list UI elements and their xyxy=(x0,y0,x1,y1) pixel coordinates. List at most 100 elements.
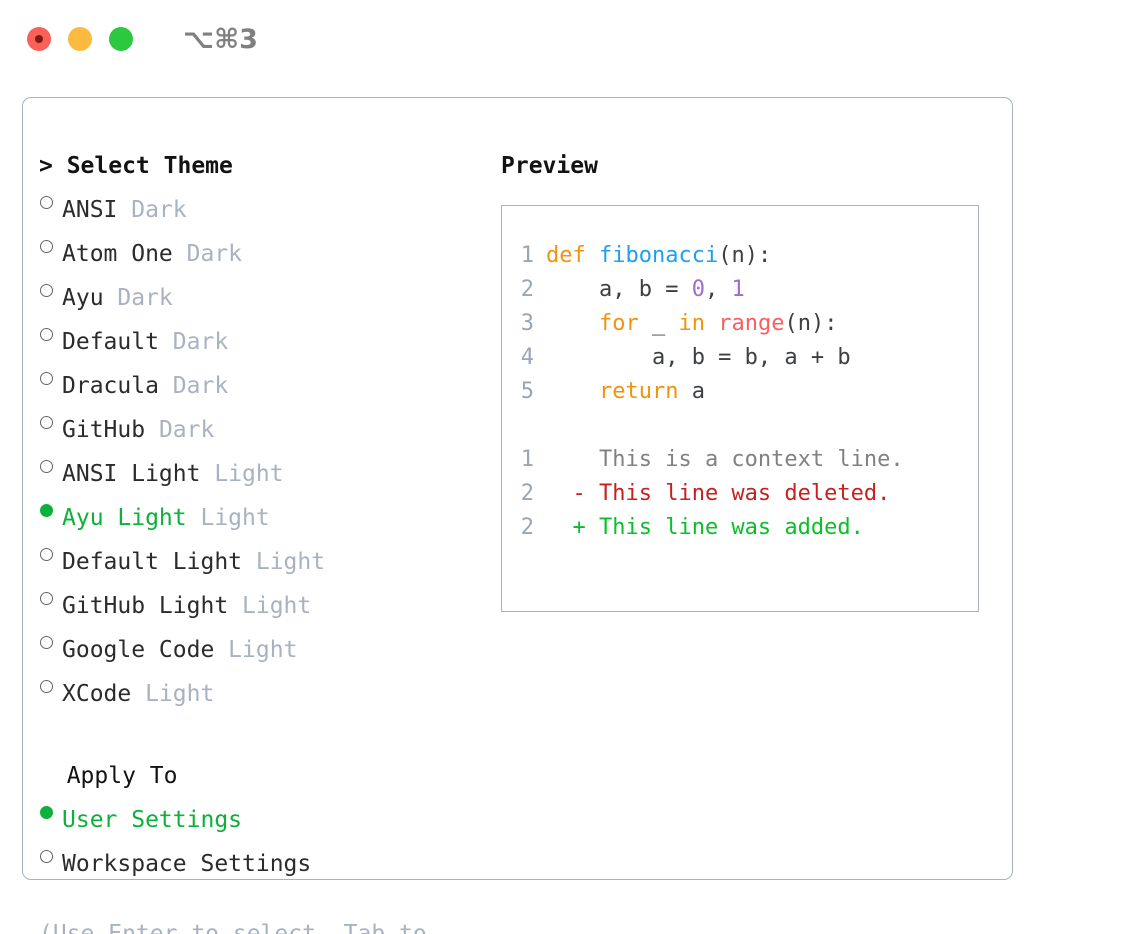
keyboard-shortcut-label: ⌥⌘3 xyxy=(183,23,258,55)
radio-unselected-icon xyxy=(39,271,62,305)
theme-option-kind: Light xyxy=(228,593,312,619)
code-line-number: 3 xyxy=(520,311,534,336)
title-bar: ⌥⌘3 xyxy=(0,0,1140,78)
theme-option-8[interactable]: Default Light Light xyxy=(39,535,479,579)
diff-line: 2 + This line was added. xyxy=(512,511,968,545)
theme-option-1[interactable]: Atom One Dark xyxy=(39,227,479,271)
maximize-button[interactable] xyxy=(109,27,133,51)
code-line: 2 a, b = 0, 1 xyxy=(512,273,968,307)
diff-line-number: 1 xyxy=(520,447,534,472)
code-token-kw: def xyxy=(546,243,599,268)
code-token-pl: (n): xyxy=(784,311,838,336)
radio-selected-icon xyxy=(39,793,62,827)
close-button[interactable] xyxy=(27,27,51,51)
theme-option-11[interactable]: XCode Light xyxy=(39,667,479,711)
theme-option-label: Atom One xyxy=(62,241,173,267)
theme-option-5[interactable]: GitHub Dark xyxy=(39,403,479,447)
apply-option-label: User Settings xyxy=(62,807,243,833)
code-line: 5 return a xyxy=(512,375,968,409)
code-token-pl xyxy=(546,311,599,336)
code-token-call: range xyxy=(718,311,785,336)
code-token-kw: return xyxy=(598,379,679,404)
theme-option-label: XCode xyxy=(62,681,132,707)
code-token-num: 0 xyxy=(691,277,705,302)
code-line-number: 1 xyxy=(520,243,534,268)
theme-option-kind: Light xyxy=(242,549,326,575)
theme-option-10[interactable]: Google Code Light xyxy=(39,623,479,667)
theme-option-7[interactable]: Ayu Light Light xyxy=(39,491,479,535)
diff-sample: 1 This is a context line.2 - This line w… xyxy=(512,443,968,545)
code-line-text: a, b = b, a + b xyxy=(546,341,851,375)
theme-option-label: ANSI xyxy=(62,197,118,223)
code-token-pl: a, b = b, a + b xyxy=(546,345,851,370)
theme-option-label: Google Code xyxy=(62,637,215,663)
radio-unselected-icon xyxy=(39,623,62,657)
theme-option-kind: Dark xyxy=(158,373,229,399)
apply-option-0[interactable]: User Settings xyxy=(39,793,479,837)
code-token-num: 1 xyxy=(731,277,745,302)
code-line-text: for _ in range(n): xyxy=(546,307,837,341)
code-line-number: 2 xyxy=(520,277,534,302)
radio-unselected-icon xyxy=(39,535,62,569)
theme-option-label: Default xyxy=(62,329,159,355)
diff-line-number: 2 xyxy=(520,481,534,506)
minimize-button[interactable] xyxy=(68,27,92,51)
apply-option-1[interactable]: Workspace Settings xyxy=(39,837,479,881)
radio-unselected-icon xyxy=(39,447,62,481)
code-line: 4 a, b = b, a + b xyxy=(512,341,968,375)
diff-line: 1 This is a context line. xyxy=(512,443,968,477)
radio-selected-icon xyxy=(39,491,62,525)
radio-unselected-icon xyxy=(39,403,62,437)
theme-option-label: Ayu xyxy=(62,285,104,311)
theme-option-3[interactable]: Default Dark xyxy=(39,315,479,359)
code-line-number: 4 xyxy=(520,345,534,370)
code-token-pl: (n): xyxy=(718,243,772,268)
theme-option-kind: Dark xyxy=(158,329,229,355)
theme-option-label: Ayu Light xyxy=(62,505,187,531)
diff-line-text-ctx: This is a context line. xyxy=(546,447,904,472)
radio-unselected-icon xyxy=(39,667,62,701)
code-token-pl xyxy=(705,311,718,336)
code-line-text: def fibonacci(n): xyxy=(546,239,771,273)
theme-option-2[interactable]: Ayu Dark xyxy=(39,271,479,315)
code-token-pl: a, b = xyxy=(546,277,692,302)
code-line-text: return a xyxy=(546,375,705,409)
code-token-kw: in xyxy=(678,311,705,336)
theme-option-0[interactable]: ANSI Dark xyxy=(39,183,479,227)
code-token-pl: _ xyxy=(638,311,679,336)
theme-option-kind: Dark xyxy=(145,417,215,443)
theme-option-9[interactable]: GitHub Light Light xyxy=(39,579,479,623)
theme-option-kind: Light xyxy=(200,461,284,487)
diff-line-text-add: + This line was added. xyxy=(546,515,864,540)
theme-option-kind: Light xyxy=(131,681,215,707)
code-token-pl: a xyxy=(678,379,705,404)
diff-line: 2 - This line was deleted. xyxy=(512,477,968,511)
theme-option-label: GitHub xyxy=(62,417,146,443)
theme-option-6[interactable]: ANSI Light Light xyxy=(39,447,479,491)
code-spacer xyxy=(512,409,968,443)
code-token-pl: , xyxy=(704,277,732,302)
theme-option-kind: Dark xyxy=(103,285,173,311)
theme-option-4[interactable]: Dracula Dark xyxy=(39,359,479,403)
radio-unselected-icon xyxy=(39,837,62,871)
theme-option-kind: Light xyxy=(186,505,270,531)
diff-line-number: 2 xyxy=(520,515,534,540)
radio-unselected-icon xyxy=(39,579,62,613)
theme-option-label: GitHub Light xyxy=(62,593,229,619)
diff-line-text-del: - This line was deleted. xyxy=(546,481,891,506)
theme-option-label: ANSI Light xyxy=(62,461,201,487)
theme-option-label: Dracula xyxy=(62,373,159,399)
preview-heading: Preview xyxy=(501,153,598,179)
radio-unselected-icon xyxy=(39,359,62,393)
code-line: 3 for _ in range(n): xyxy=(512,307,968,341)
theme-option-label: Default Light xyxy=(62,549,243,575)
code-token-pl xyxy=(546,379,599,404)
